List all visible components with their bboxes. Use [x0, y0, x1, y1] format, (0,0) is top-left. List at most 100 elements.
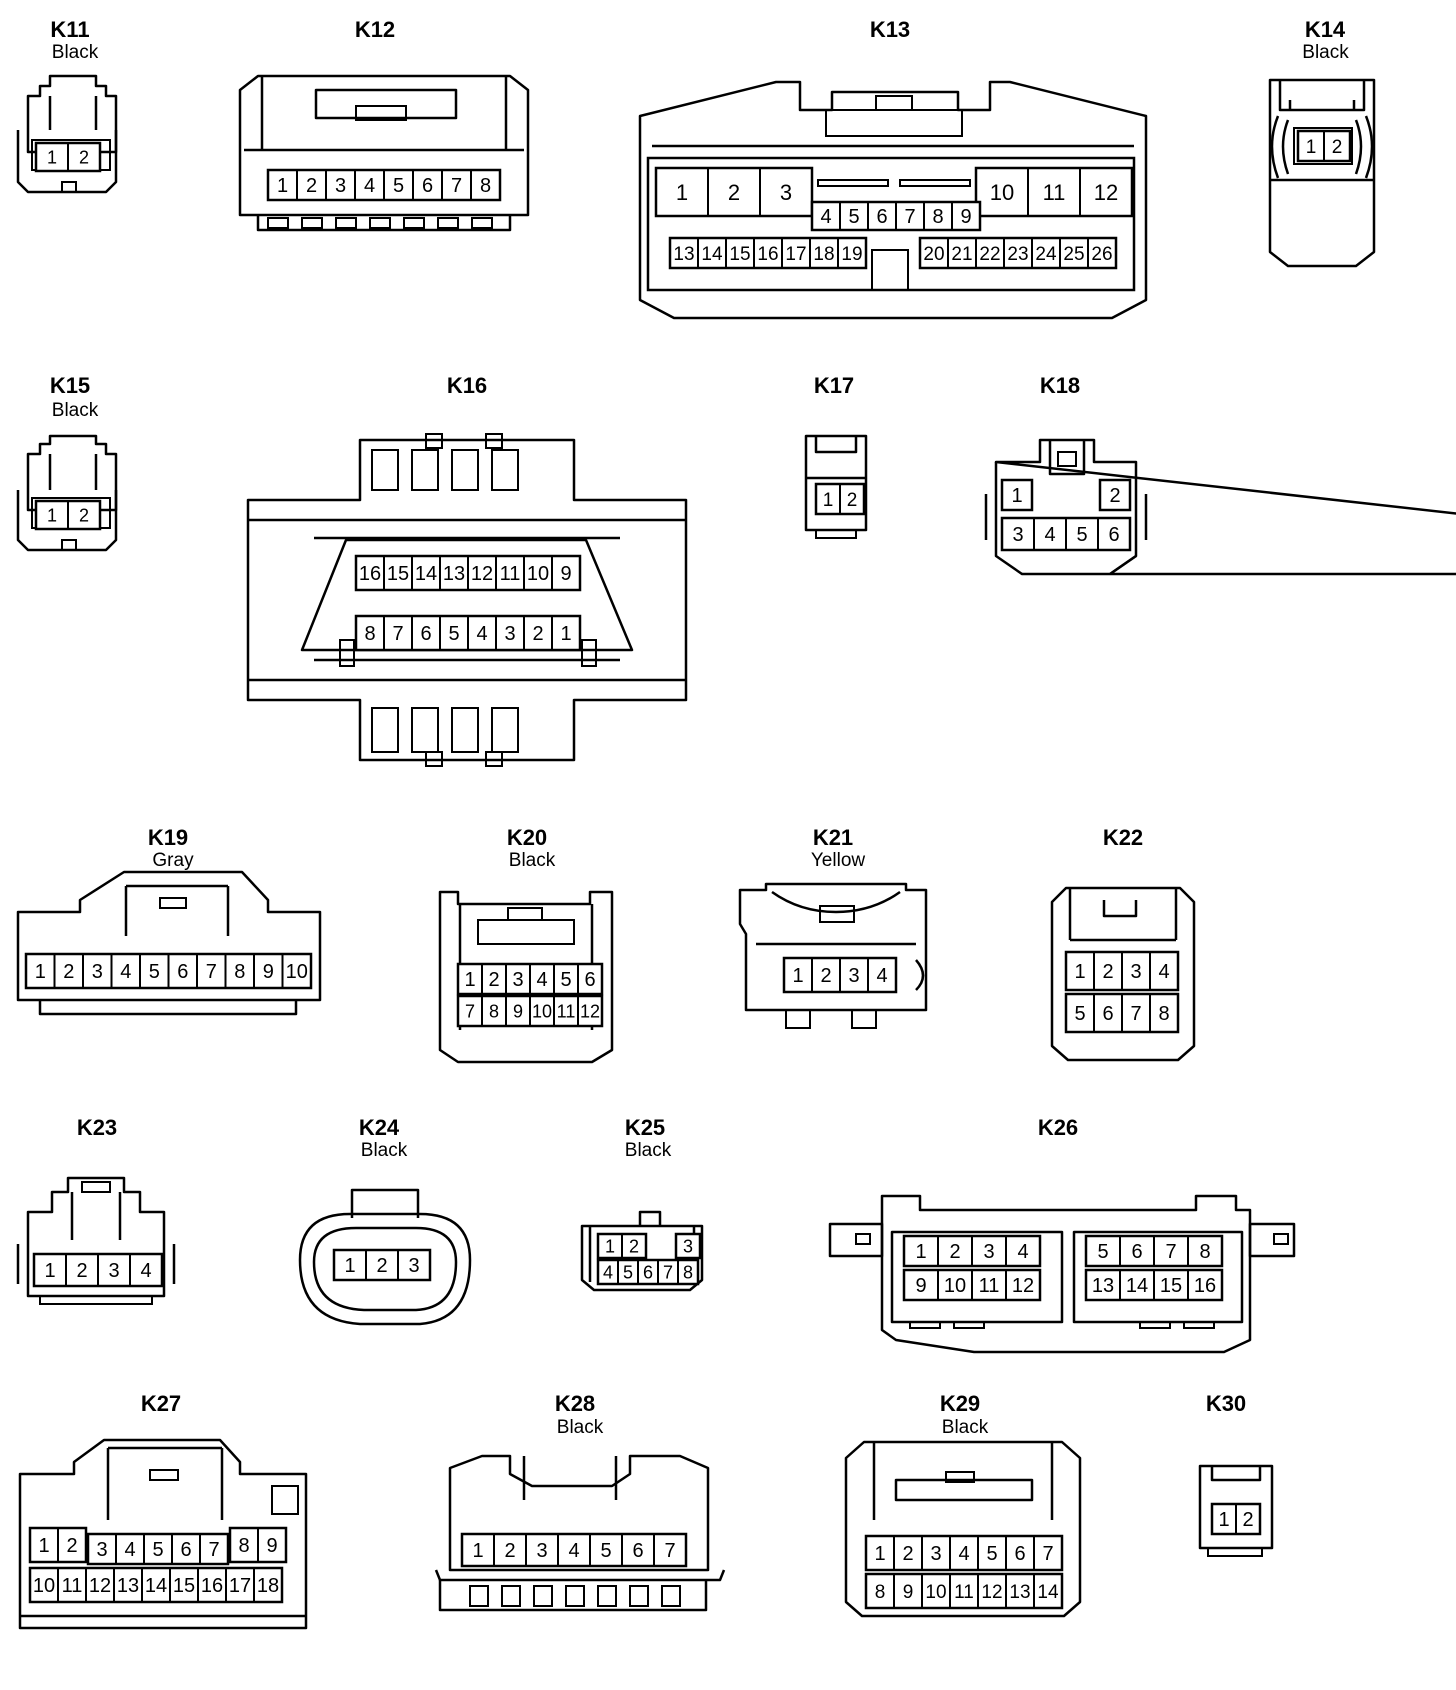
pin-number: 8 [234, 961, 245, 983]
body-outline [26, 1176, 166, 1298]
pin-number: 4 [820, 206, 831, 228]
connector-color: Yellow [810, 850, 866, 871]
pin-number: 2 [66, 1535, 77, 1557]
body-outline [248, 518, 686, 682]
pin-number: 2 [76, 1260, 87, 1282]
connector-color: Black [360, 1140, 408, 1161]
pin-number: 6 [420, 623, 431, 645]
body-outline [817, 179, 889, 187]
body-outline [894, 1478, 1034, 1502]
pin-number: 2 [504, 1540, 515, 1562]
pin-number: 2 [532, 623, 543, 645]
body-outline [629, 1585, 649, 1607]
pin-number: 8 [1158, 1003, 1169, 1025]
pin-number: 15 [1160, 1275, 1182, 1297]
pin-number: 6 [180, 1539, 191, 1561]
body-outline [825, 109, 963, 137]
pin-number: 16 [201, 1575, 223, 1597]
connector-label: K22 [1102, 825, 1144, 850]
pin-number: 12 [471, 563, 493, 585]
connector-color: Black [51, 42, 99, 63]
pin-number: 5 [1076, 524, 1087, 546]
pin-number: 3 [92, 961, 103, 983]
pin-number: 3 [930, 1543, 941, 1565]
pin-row-frame [918, 236, 1118, 270]
pin-row: 1 [1000, 478, 1034, 512]
pin-number: 9 [513, 1001, 523, 1021]
body-outline [438, 890, 614, 1064]
pin-number: 6 [643, 1262, 653, 1282]
body-outline [491, 449, 519, 491]
body-outline [434, 1569, 726, 1582]
body-outline [267, 217, 289, 229]
pin-number: 6 [1108, 524, 1119, 546]
body-outline [1057, 451, 1077, 467]
pin-number: 2 [306, 175, 317, 197]
pin-number: 14 [415, 563, 437, 585]
pin-number: 12 [981, 1582, 1002, 1603]
pin-number: 3 [335, 175, 346, 197]
connector-label: K17 [813, 373, 855, 398]
pin-number: 2 [1242, 1509, 1253, 1531]
connector-color: Black [1302, 42, 1349, 63]
connector-label: K25 [624, 1115, 666, 1140]
body-outline [1207, 1547, 1263, 1557]
body-outline [1270, 115, 1374, 179]
pin-number: 11 [557, 1001, 576, 1021]
pin-number: 9 [915, 1275, 926, 1297]
body-outline [425, 751, 443, 767]
body-outline [1293, 127, 1353, 165]
pin-number: 3 [108, 1260, 119, 1282]
pin-number: 8 [932, 206, 943, 228]
body-outline [1198, 1464, 1274, 1550]
pin-number: 4 [124, 1539, 135, 1561]
body-outline [1281, 119, 1363, 175]
body-outline [38, 1000, 298, 1016]
pin-number: 24 [1035, 244, 1057, 265]
pin-number: 6 [1014, 1543, 1025, 1565]
pin-number: 7 [206, 961, 217, 983]
pin-number: 13 [443, 563, 465, 585]
pin-number: 6 [876, 206, 887, 228]
body-outline [485, 751, 503, 767]
pin-number: 12 [89, 1575, 111, 1597]
body-outline [26, 434, 118, 512]
pin-number: 4 [876, 965, 887, 987]
body-outline [661, 1585, 681, 1607]
pin-number: 3 [983, 1241, 994, 1263]
pin-number: 1 [1218, 1509, 1229, 1531]
connector-label: K28 [554, 1391, 596, 1416]
pin-number: 12 [580, 1001, 600, 1021]
body-outline [61, 181, 77, 193]
pin-number: 1 [47, 505, 57, 525]
body-outline [16, 870, 322, 1002]
pin-number: 2 [847, 490, 858, 511]
pin-number: 8 [480, 175, 491, 197]
body-outline [451, 707, 479, 753]
pin-number: 10 [990, 180, 1014, 205]
connector-label: K21 [812, 825, 854, 850]
pin-number: 1 [676, 180, 688, 205]
body-outline [448, 1454, 710, 1572]
body-outline [890, 1230, 1064, 1324]
body-outline [403, 217, 425, 229]
pin-number: 20 [923, 244, 944, 265]
pin-row-frame [332, 1248, 432, 1282]
pin-number: 2 [79, 147, 89, 167]
body-outline [471, 217, 493, 229]
body-outline [18, 1438, 308, 1630]
pin-number: 18 [257, 1575, 279, 1597]
body-outline [871, 249, 909, 291]
pin-number: 1 [560, 623, 571, 645]
pin-number: 17 [229, 1575, 251, 1597]
connector-label: K30 [1205, 1391, 1247, 1416]
pin-number: 14 [701, 244, 723, 265]
